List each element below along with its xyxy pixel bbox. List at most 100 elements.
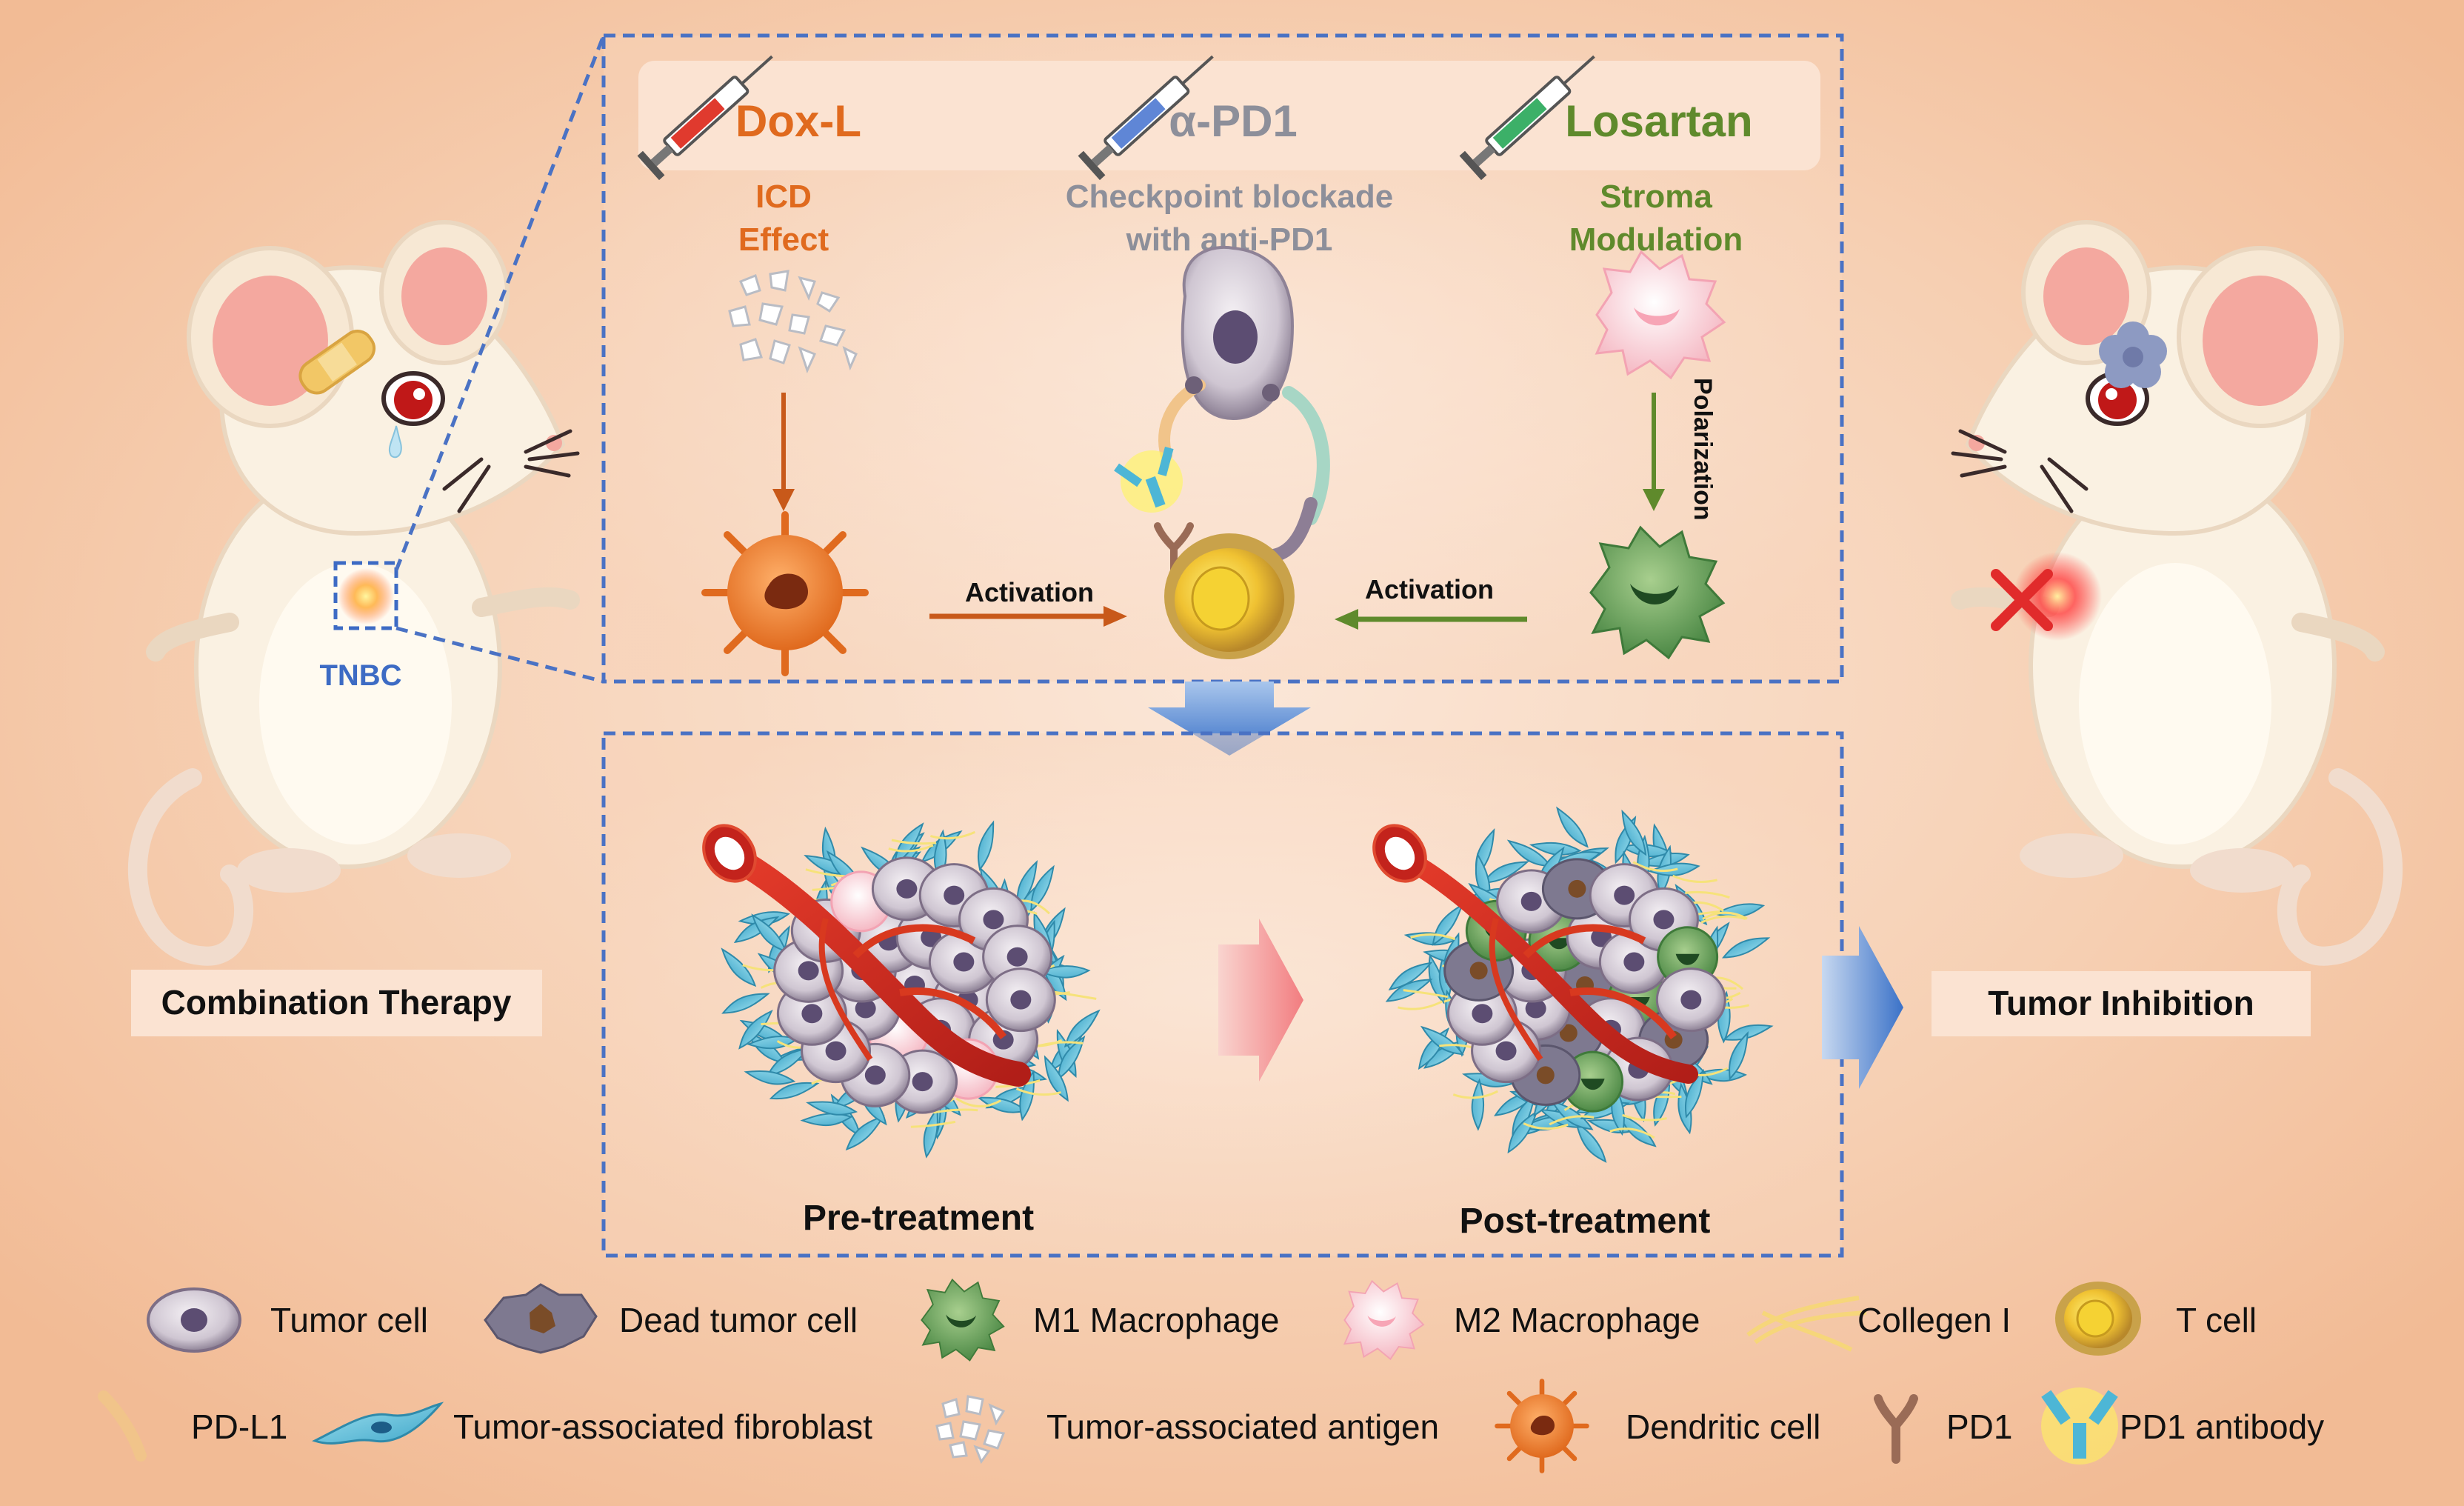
dead-tumor-cell-nucleus [1536,1066,1555,1084]
legend-label: Dead tumor cell [619,1301,858,1339]
tumor-cell-nucleus [1623,952,1645,972]
tumor-associated-fibroblast [1044,1055,1069,1102]
blood-vessel [1398,850,1698,1084]
tumor-cell-nucleus [801,1004,823,1024]
tumor-associated-fibroblast [721,947,757,987]
collagen-fiber [1685,890,1730,899]
zoom-line-bottom [395,626,604,684]
collagen-fiber [1632,861,1678,872]
collagen-fiber [1051,990,1097,1000]
dendritic-cell [701,511,869,676]
tumor-cell-nucleus [912,1072,933,1092]
m1-macrophage-nucleus [1675,953,1700,965]
tumor-associated-fibroblast [1529,842,1582,856]
dead-tumor-cell-nucleus [1568,879,1586,898]
legend-label: Tumor-associated antigen [1046,1407,1439,1446]
tumor-post-treatment [1372,806,1774,1163]
blood-vessel-lumen [714,836,745,870]
blood-vessel-branch [1569,987,1677,1040]
stroma-line1: Stroma [1600,179,1712,215]
combination-therapy-box [131,970,542,1036]
legend-dead-tumor-cell-icon [484,1283,598,1354]
legend-t-cell-icon [2055,1282,2141,1356]
icd-down-arrowhead [772,489,795,511]
collagen-fiber [910,1120,956,1128]
tumor-cell-nucleus [1010,990,1032,1010]
t-cell [1164,533,1295,659]
tumor-cell-nucleus [1653,910,1675,930]
legend-collagen-icon [1746,1296,1867,1352]
tumor-cell-nucleus [1472,1004,1493,1024]
tumor-associated-fibroblast [1428,953,1446,1004]
tumor-associated-fibroblast [1621,809,1647,856]
stroma-line2: Modulation [1569,221,1743,258]
collagen-fiber [932,1108,978,1114]
collagen-fiber [1702,911,1748,920]
legend-label: Dendritic cell [1626,1407,1820,1446]
collagen-fiber [1549,1115,1595,1126]
tumor-cell-nucleus [1520,891,1542,911]
tumor-cell-nucleus [953,952,975,972]
dead-tumor-cell-nucleus [1469,962,1488,980]
syringe-icon [1459,55,1595,181]
syringe-icon [1078,55,1214,181]
tnbc-label: TNBC [319,659,401,692]
blood-vessel [724,847,1031,1087]
collagen-fiber [1015,1087,1061,1096]
legend-tumor-cell-icon [147,1287,241,1353]
blood-vessel-branch [1523,924,1646,959]
dead-tumor-cell-nucleus [1559,1024,1577,1042]
tumor-cell-nucleus [1495,1041,1517,1061]
activation-right-arrowhead [1335,609,1358,630]
outcome-arrow [1822,926,1903,1089]
treatment-progress-arrow [1218,919,1303,1082]
legend-label: Collegen I [1857,1301,2011,1339]
tumor-cell-nucleus [944,885,965,905]
legend-m1-macrophage-icon [921,1278,1005,1362]
collagen-fiber [1622,1113,1667,1122]
mouse-right-illustration [1951,220,2403,966]
tumor-cell-nucleus [983,910,1004,930]
checkpoint-line1: Checkpoint blockade [1066,179,1394,215]
legend-label: PD1 antibody [2120,1407,2324,1446]
pre-treatment-label: Pre-treatment [803,1199,1034,1238]
tumor-associated-fibroblast [1420,1025,1464,1056]
tumor-panel-border [601,731,1844,1258]
tumor-associated-fibroblast [1729,1031,1749,1081]
post-treatment-label: Post-treatment [1460,1202,1711,1241]
tumor-associated-fibroblast [1556,806,1589,848]
combination-therapy-label: Combination Therapy [161,983,512,1022]
pd-l1-stem [1267,497,1318,562]
polarization-label: Polarization [1689,378,1717,521]
tumor-associated-fibroblast [769,1082,820,1100]
legend-label: PD-L1 [191,1407,287,1446]
tumor-associated-fibroblast [1388,962,1433,990]
legend-label: PD1 [1946,1407,2012,1446]
tumor-associated-fibroblast [1721,937,1771,959]
close-icon [1991,569,2053,631]
m1-macrophage-nucleus [1547,938,1572,950]
collagen-fiber [955,1097,1002,1107]
legend-pd1-antibody-icon [2041,1387,2118,1465]
collagen-fiber [891,839,937,845]
polarization-arrowhead [1643,489,1665,511]
tumor-cell-nucleus [1006,947,1028,967]
blood-vessel-branch [818,917,873,1062]
activation-right-label: Activation [1365,574,1494,604]
blood-vessel-branch [899,987,1006,1040]
icd-line2: Effect [738,221,829,258]
mouse-left-illustration [127,220,580,966]
tumor-associated-fibroblast [1030,864,1055,913]
tumor-cell-nucleus [825,1041,847,1061]
collagen-fiber [1038,1041,1084,1047]
drug-apd1-label: α-PD1 [1169,96,1298,146]
tumor-antigen-fragments [728,270,858,374]
legend-fibroblast-icon [312,1402,444,1445]
collagen-fiber [1609,1127,1655,1139]
tumor-cell-nucleus [1525,999,1546,1019]
pd-l1-stem [1282,386,1330,525]
legend-label: Tumor-associated fibroblast [453,1407,872,1446]
m1-macrophage-nucleus [1580,1079,1605,1090]
